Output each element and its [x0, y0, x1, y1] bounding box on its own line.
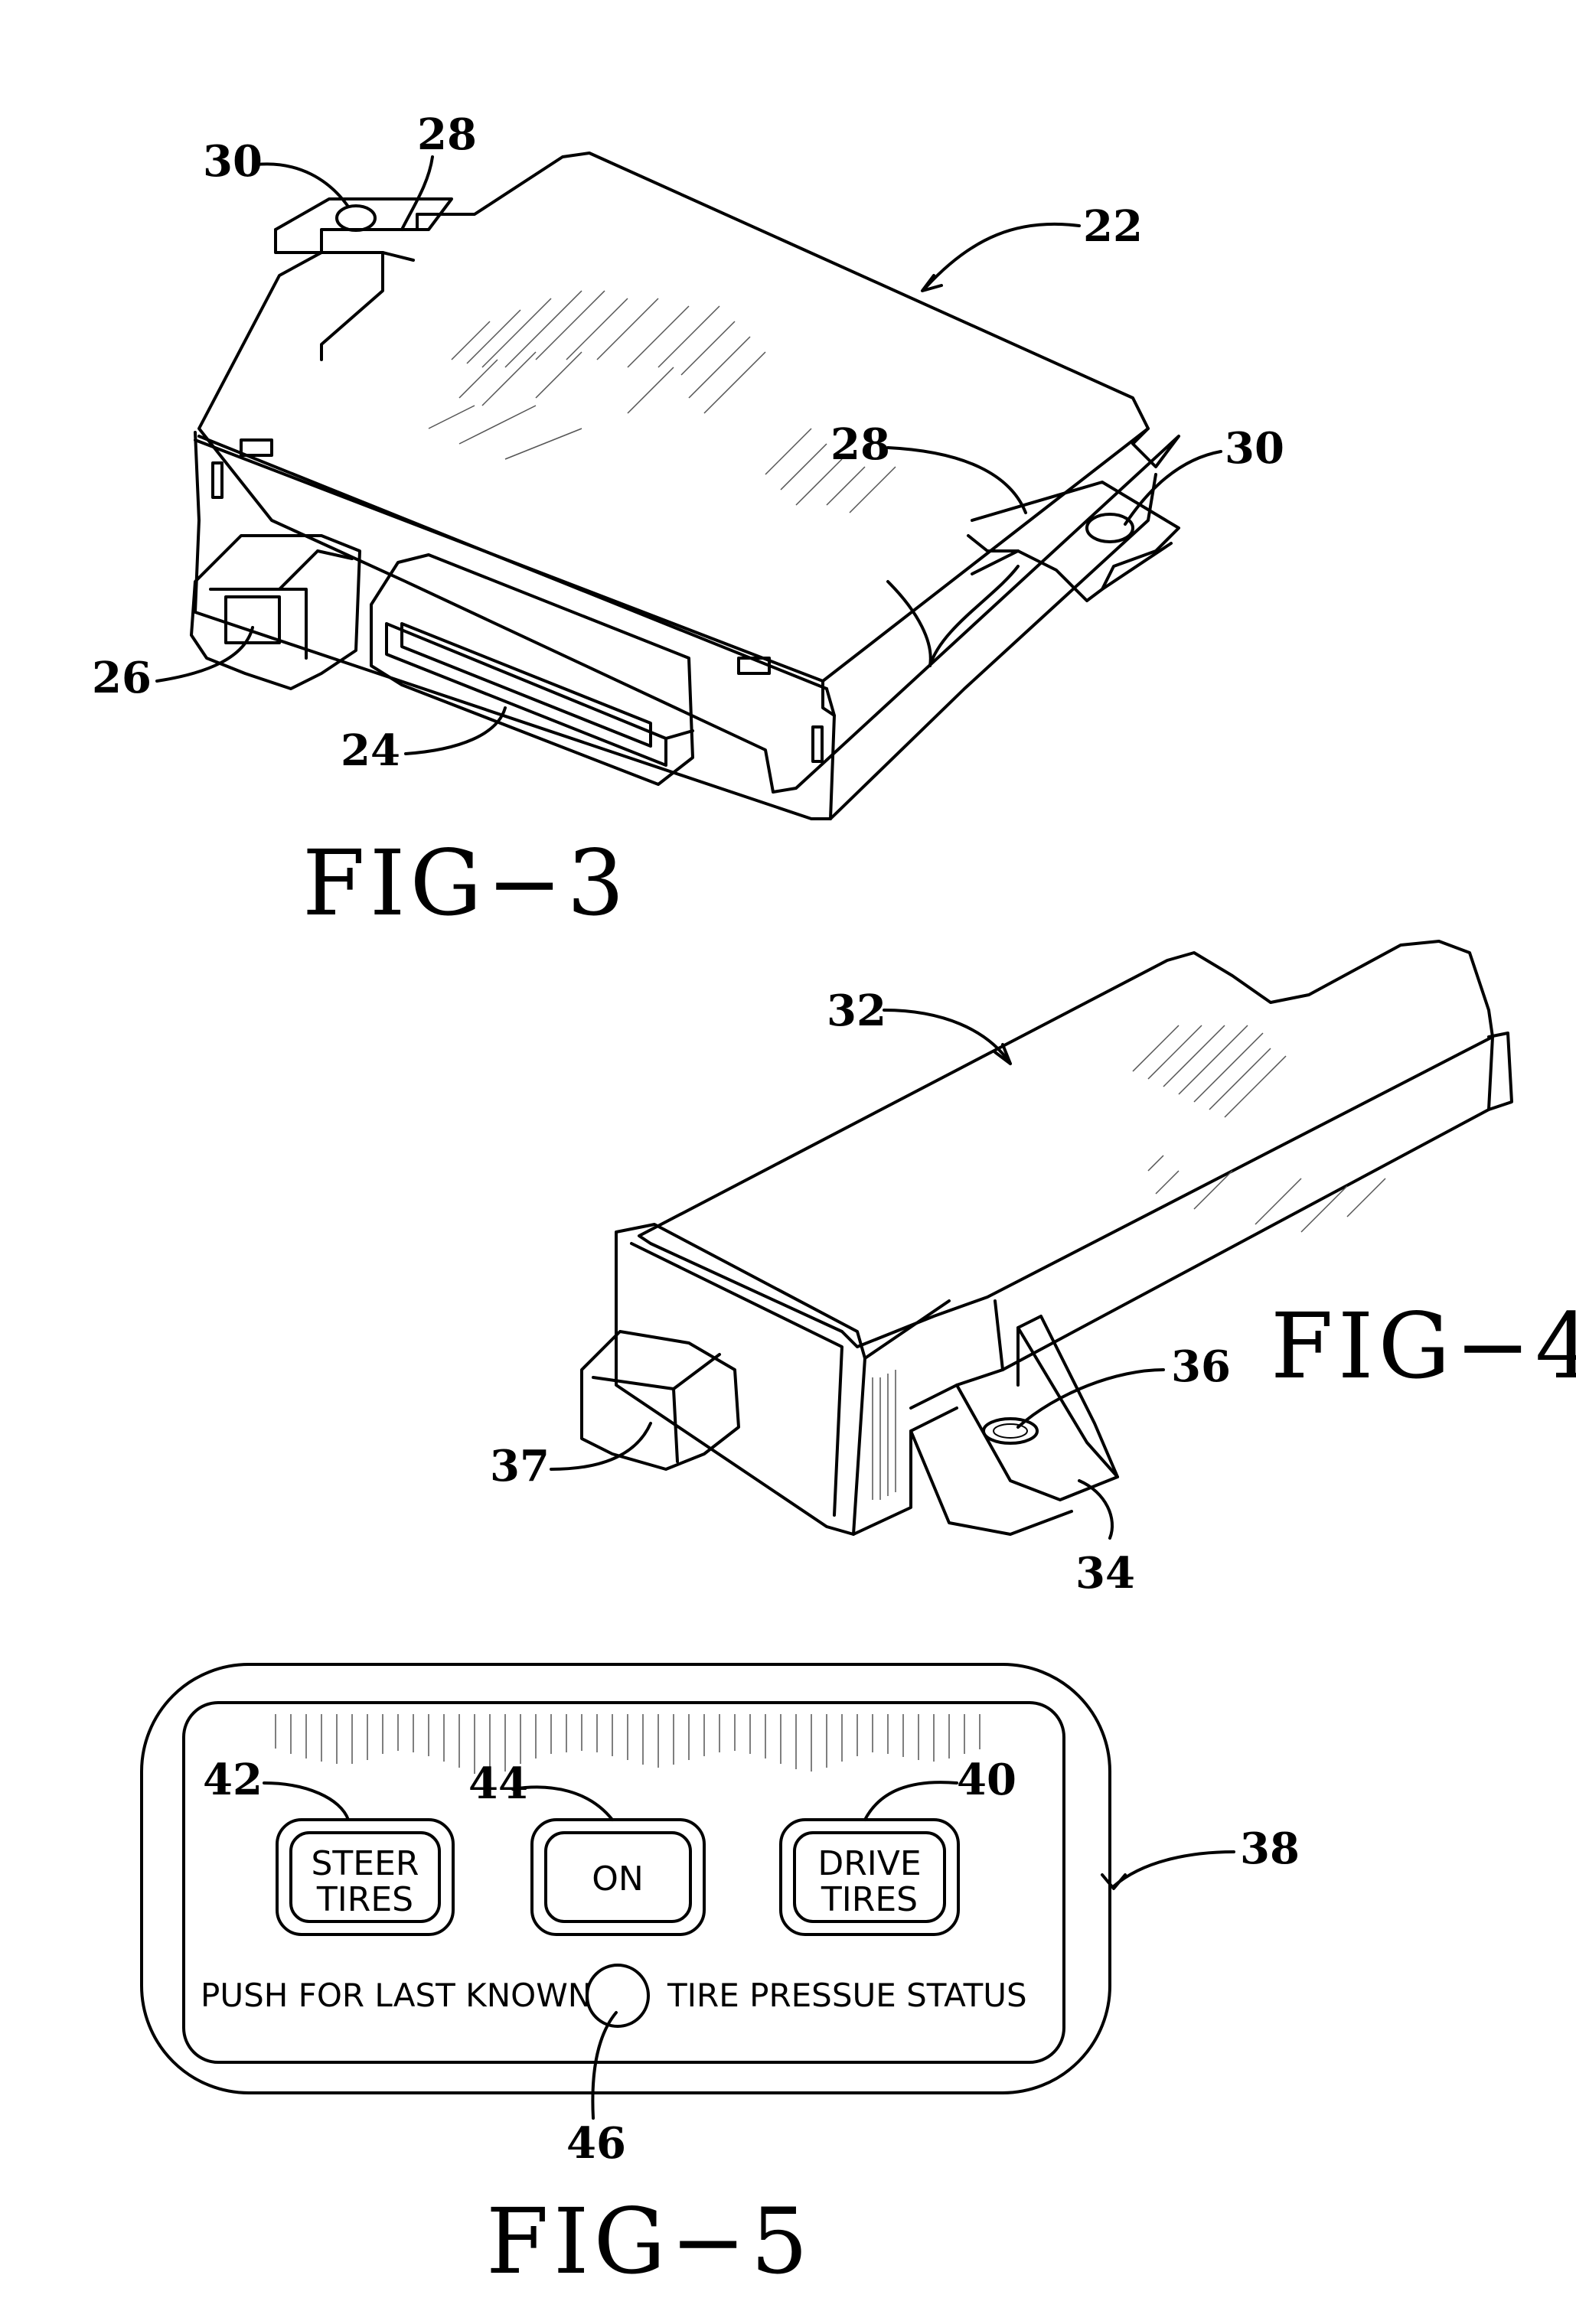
fig3-ref-22: 22 — [1083, 201, 1143, 252]
on-button[interactable]: ON — [532, 1820, 704, 1934]
fig3-mount-hole-left — [337, 206, 375, 230]
last-known-status-button[interactable] — [587, 1965, 648, 2026]
fig3-ref-30-left: 30 — [203, 136, 263, 187]
fig4-ref-36: 36 — [1171, 1341, 1231, 1392]
fig4-mount-hole-36 — [984, 1419, 1037, 1443]
fig3-ref-28-left: 28 — [417, 109, 477, 160]
fig5-display-panel: STEER TIRES ON DRIVE TIRES PUSH FOR LAST… — [142, 1664, 1300, 2294]
fig4-ref-32: 32 — [827, 986, 886, 1036]
fig4-surface-hatching — [873, 1025, 1385, 1500]
fig4-ref-37: 37 — [490, 1441, 550, 1491]
steer-tires-label-line1: STEER — [312, 1844, 419, 1883]
drive-tires-label-line1: DRIVE — [817, 1844, 921, 1883]
fig5-ref-44: 44 — [468, 1758, 528, 1809]
fig3-ref-30-right: 30 — [1225, 423, 1284, 474]
fig5-label: FIG−5 — [486, 2189, 813, 2294]
fig3-label: FIG−3 — [302, 830, 629, 936]
fig4-label: FIG−4 — [1271, 1293, 1576, 1399]
fig3-ref-26: 26 — [92, 653, 152, 703]
fig3-mount-hole-right — [1087, 514, 1133, 542]
fig3-connector-26-pin — [226, 597, 279, 643]
fig5-ref-46: 46 — [566, 2118, 626, 2169]
fig3-surface-hatching — [429, 291, 896, 513]
fig3-ref-28-right: 28 — [830, 419, 890, 470]
fig5-ref-40: 40 — [957, 1755, 1016, 1805]
fig4-sensor-module: 32 36 37 34 FIG−4 — [490, 941, 1576, 1599]
fig3-control-module: 30 28 22 28 30 26 24 FIG−3 — [92, 109, 1284, 936]
fig4-ref-34: 34 — [1075, 1548, 1135, 1599]
fig5-panel-shading — [276, 1714, 980, 1777]
steer-tires-button[interactable]: STEER TIRES — [277, 1820, 453, 1934]
status-text-left: PUSH FOR LAST KNOWN — [201, 1977, 592, 2014]
drive-tires-label-line2: TIRES — [821, 1880, 918, 1919]
steer-tires-label-line2: TIRES — [316, 1880, 413, 1919]
drive-tires-button[interactable]: DRIVE TIRES — [781, 1820, 958, 1934]
fig3-ref-24: 24 — [341, 725, 400, 776]
status-text-right: TIRE PRESSUE STATUS — [667, 1977, 1027, 2014]
on-button-label: ON — [592, 1860, 644, 1899]
fig5-ref-42: 42 — [203, 1755, 263, 1805]
fig5-ref-38: 38 — [1240, 1824, 1300, 1874]
